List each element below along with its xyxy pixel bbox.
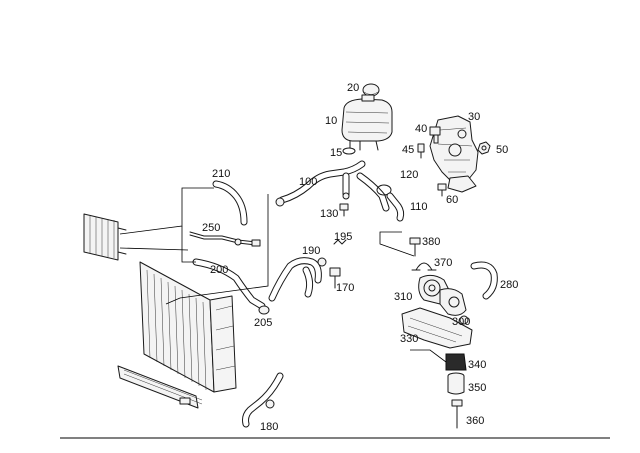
seal-ring-part xyxy=(342,147,356,155)
label-200: 200 xyxy=(210,264,228,276)
thermostat-housing-part xyxy=(429,115,479,193)
label-300: 300 xyxy=(452,316,470,328)
label-130: 130 xyxy=(320,208,338,220)
label-340: 340 xyxy=(468,359,486,371)
clamp-bracket-370-part xyxy=(411,262,437,271)
bolt-360-part xyxy=(451,399,463,429)
coolant-hose-180-part xyxy=(242,372,284,428)
radiator-part xyxy=(139,261,237,393)
label-370: 370 xyxy=(434,257,452,269)
label-250: 250 xyxy=(202,222,220,234)
nut-part xyxy=(477,141,491,155)
label-15: 15 xyxy=(330,147,342,159)
label-360: 360 xyxy=(466,415,484,427)
label-10: 10 xyxy=(325,115,337,127)
auxiliary-cooler-part xyxy=(83,213,127,261)
bolt-170-part xyxy=(329,267,341,289)
bleed-screw-130-part xyxy=(339,203,349,217)
radiator-hose-210-part xyxy=(212,180,248,226)
leader-lines xyxy=(119,187,447,363)
hose-clamp-120-part xyxy=(376,184,392,196)
hose-clamp-205-part xyxy=(258,305,270,315)
label-210: 210 xyxy=(212,168,230,180)
temperature-sensor-part xyxy=(429,126,441,144)
label-310: 310 xyxy=(394,291,412,303)
reservoir-cap-part xyxy=(362,83,380,97)
label-170: 170 xyxy=(336,282,354,294)
label-350: 350 xyxy=(468,382,486,394)
expansion-tank-part xyxy=(341,94,393,151)
bolt-380-part xyxy=(409,237,421,257)
coolant-hose-100-part xyxy=(275,160,390,212)
label-380: 380 xyxy=(422,236,440,248)
rubber-mount-340-part xyxy=(445,353,467,371)
pump-housing-300-part xyxy=(439,288,469,325)
coolant-hose-190-part xyxy=(268,257,327,302)
label-60: 60 xyxy=(446,194,458,206)
label-50: 50 xyxy=(496,144,508,156)
label-100: 100 xyxy=(299,176,317,188)
oil-cooler-part xyxy=(117,365,203,409)
coolant-hose-110-part xyxy=(386,192,405,222)
label-330: 330 xyxy=(400,333,418,345)
label-45: 45 xyxy=(402,144,414,156)
part-labels: 20 10 15 40 30 45 50 60 100 120 110 130 … xyxy=(202,82,518,433)
label-205: 205 xyxy=(254,317,272,329)
label-30: 30 xyxy=(468,111,480,123)
bolt-60-part xyxy=(437,183,447,197)
label-120: 120 xyxy=(400,169,418,181)
label-110: 110 xyxy=(410,201,428,213)
plug-part xyxy=(417,143,425,159)
label-20: 20 xyxy=(347,82,359,94)
radiator-hose-200-part xyxy=(192,258,266,310)
spring-clip-195-part xyxy=(333,239,347,245)
label-190: 190 xyxy=(302,245,320,257)
bracket-330-part xyxy=(401,307,473,349)
label-280: 280 xyxy=(500,279,518,291)
label-195: 195 xyxy=(334,231,352,243)
coolant-hose-280-part xyxy=(470,261,498,300)
breather-line-250-part xyxy=(189,231,261,247)
mount-sleeve-350-part xyxy=(447,372,465,395)
label-40: 40 xyxy=(415,123,427,135)
label-180: 180 xyxy=(260,421,278,433)
